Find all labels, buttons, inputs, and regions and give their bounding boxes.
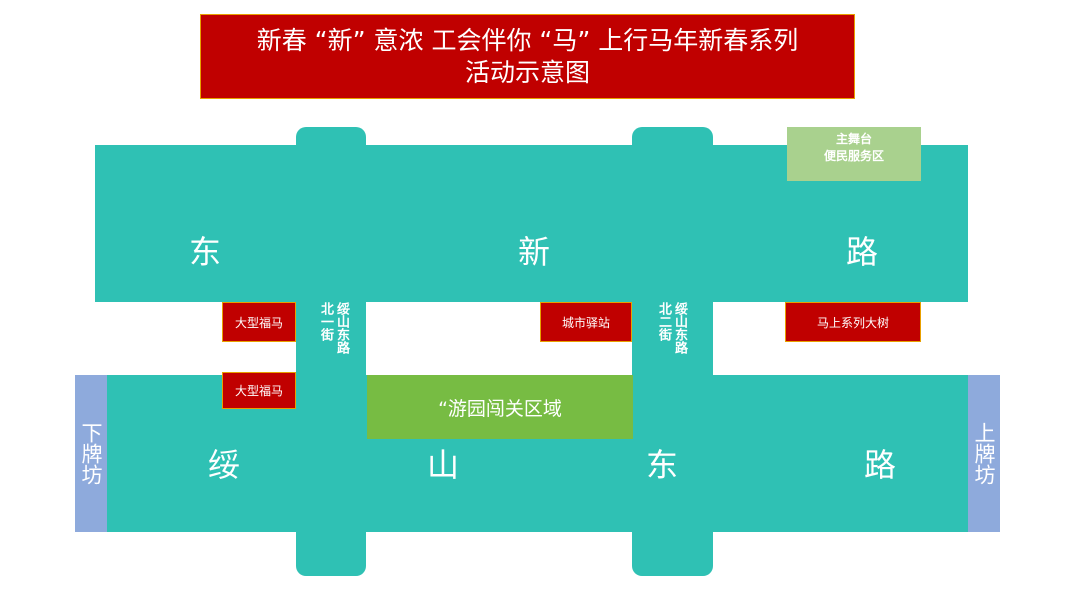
street-label-suishan: 绥山东路 (334, 302, 349, 354)
city-station: 城市驿站 (540, 302, 632, 342)
street-label-beiyi: 北一街 (318, 302, 333, 341)
bottom-road-char: 东 (645, 446, 679, 484)
bottom-road-char: 山 (426, 446, 460, 484)
top-road-char: 新 (517, 233, 551, 271)
horse-tree: 马上系列大树 (785, 302, 921, 342)
street-label-beier: 北二街 (656, 302, 671, 341)
street-label-suishan: 绥山东路 (672, 302, 687, 354)
big-horse-2: 大型福马 (222, 372, 296, 409)
service-area-label: 便民服务区 (823, 149, 884, 163)
main-stage-area: 主舞台 便民服务区 (787, 127, 921, 181)
shang-paifang: 上牌坊 (968, 375, 1000, 532)
street-beier (632, 127, 713, 576)
top-road-char: 路 (845, 233, 879, 271)
xia-paifang: 下牌坊 (75, 375, 107, 532)
top-road-char: 东 (188, 233, 222, 271)
big-horse-1: 大型福马 (222, 302, 296, 342)
title-line-2: 活动示意图 (464, 58, 590, 87)
bottom-road-char: 路 (863, 446, 897, 484)
main-stage-label: 主舞台 (835, 132, 872, 146)
bottom-road-char: 绥 (207, 446, 241, 484)
map-title: 新春 “新” 意浓 工会伴你 “马” 上行马年新春系列 活动示意图 (200, 14, 855, 99)
game-zone: “游园闯关区域 (367, 375, 633, 439)
title-line-1: 新春 “新” 意浓 工会伴你 “马” 上行马年新春系列 (256, 26, 799, 55)
street-beiyi (296, 127, 366, 576)
